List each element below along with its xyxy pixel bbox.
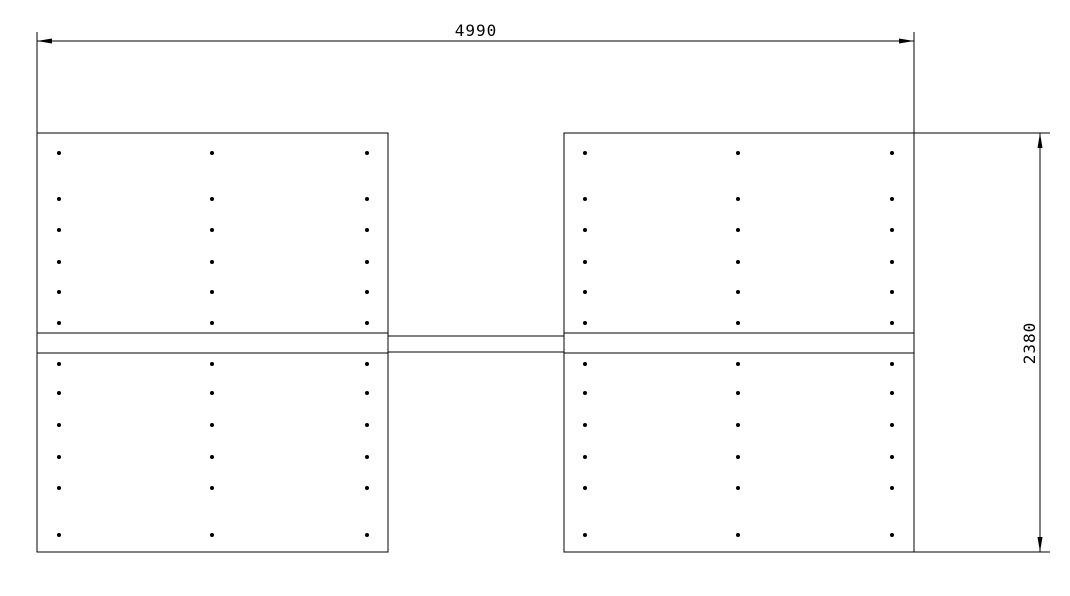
bolt-hole <box>365 290 369 294</box>
bolt-hole <box>365 486 369 490</box>
bolt-hole <box>210 321 214 325</box>
bolt-hole <box>890 197 894 201</box>
bolt-hole <box>736 486 740 490</box>
bolt-hole <box>890 321 894 325</box>
bolt-hole <box>890 228 894 232</box>
bolt-hole <box>210 455 214 459</box>
bolt-hole <box>210 151 214 155</box>
bolt-hole <box>210 260 214 264</box>
bolt-hole <box>890 151 894 155</box>
bolt-hole <box>57 533 61 537</box>
bolt-hole <box>583 423 587 427</box>
bolt-hole <box>57 260 61 264</box>
bolt-hole <box>57 197 61 201</box>
bolt-hole <box>365 151 369 155</box>
bolt-hole <box>736 391 740 395</box>
bolt-hole <box>736 260 740 264</box>
bolt-hole <box>57 228 61 232</box>
bolt-hole <box>583 533 587 537</box>
left-panel <box>36 132 389 553</box>
bolt-hole <box>583 151 587 155</box>
width-arrow-right <box>899 38 914 44</box>
bolt-hole <box>57 321 61 325</box>
bolt-hole <box>736 321 740 325</box>
bolt-hole <box>365 321 369 325</box>
bolt-hole <box>57 362 61 366</box>
bolt-hole <box>890 362 894 366</box>
bolt-hole <box>210 197 214 201</box>
bolt-hole <box>736 228 740 232</box>
bolt-hole <box>583 228 587 232</box>
bolt-hole <box>365 362 369 366</box>
right-panel-outline <box>563 132 915 553</box>
connecting-beam <box>388 335 564 353</box>
bolt-hole <box>210 486 214 490</box>
bolt-hole <box>365 423 369 427</box>
bolt-hole <box>210 533 214 537</box>
bolt-hole <box>365 391 369 395</box>
bolt-hole <box>736 423 740 427</box>
bolt-hole <box>890 455 894 459</box>
bolt-hole <box>57 290 61 294</box>
bolt-hole <box>583 197 587 201</box>
bolt-hole <box>57 423 61 427</box>
bolt-hole <box>210 423 214 427</box>
width-dimension: 4990 <box>36 21 915 133</box>
bolt-hole <box>583 391 587 395</box>
bolt-hole <box>736 533 740 537</box>
bolt-hole <box>736 197 740 201</box>
bolt-hole <box>365 260 369 264</box>
bolt-hole <box>583 486 587 490</box>
height-dimension-label: 2380 <box>1020 322 1039 365</box>
bolt-hole <box>57 455 61 459</box>
left-panel-holes <box>57 151 369 537</box>
bolt-hole <box>57 391 61 395</box>
width-arrow-left <box>37 38 52 44</box>
bolt-hole <box>890 533 894 537</box>
bolt-hole <box>736 362 740 366</box>
right-panel <box>563 132 915 553</box>
bolt-hole <box>57 486 61 490</box>
bolt-hole <box>210 290 214 294</box>
height-arrow-top <box>1037 133 1043 148</box>
bolt-hole <box>736 455 740 459</box>
height-arrow-bottom <box>1037 537 1043 552</box>
left-panel-outline <box>36 132 389 553</box>
bolt-hole <box>890 290 894 294</box>
bolt-hole <box>583 260 587 264</box>
bolt-hole <box>583 362 587 366</box>
width-dimension-label: 4990 <box>455 21 498 40</box>
bolt-hole <box>890 423 894 427</box>
bolt-hole <box>365 533 369 537</box>
bolt-hole <box>365 455 369 459</box>
bolt-hole <box>365 197 369 201</box>
right-panel-holes <box>583 151 894 537</box>
bolt-hole <box>210 391 214 395</box>
bolt-hole <box>583 321 587 325</box>
height-dimension: 2380 <box>914 132 1050 553</box>
bolt-hole <box>57 151 61 155</box>
bolt-hole <box>890 391 894 395</box>
bolt-hole <box>210 228 214 232</box>
bolt-hole <box>736 290 740 294</box>
bolt-hole <box>583 455 587 459</box>
bolt-hole <box>583 290 587 294</box>
bolt-hole <box>736 151 740 155</box>
bolt-hole <box>210 362 214 366</box>
bolt-hole <box>365 228 369 232</box>
bolt-hole <box>890 486 894 490</box>
bolt-hole <box>890 260 894 264</box>
